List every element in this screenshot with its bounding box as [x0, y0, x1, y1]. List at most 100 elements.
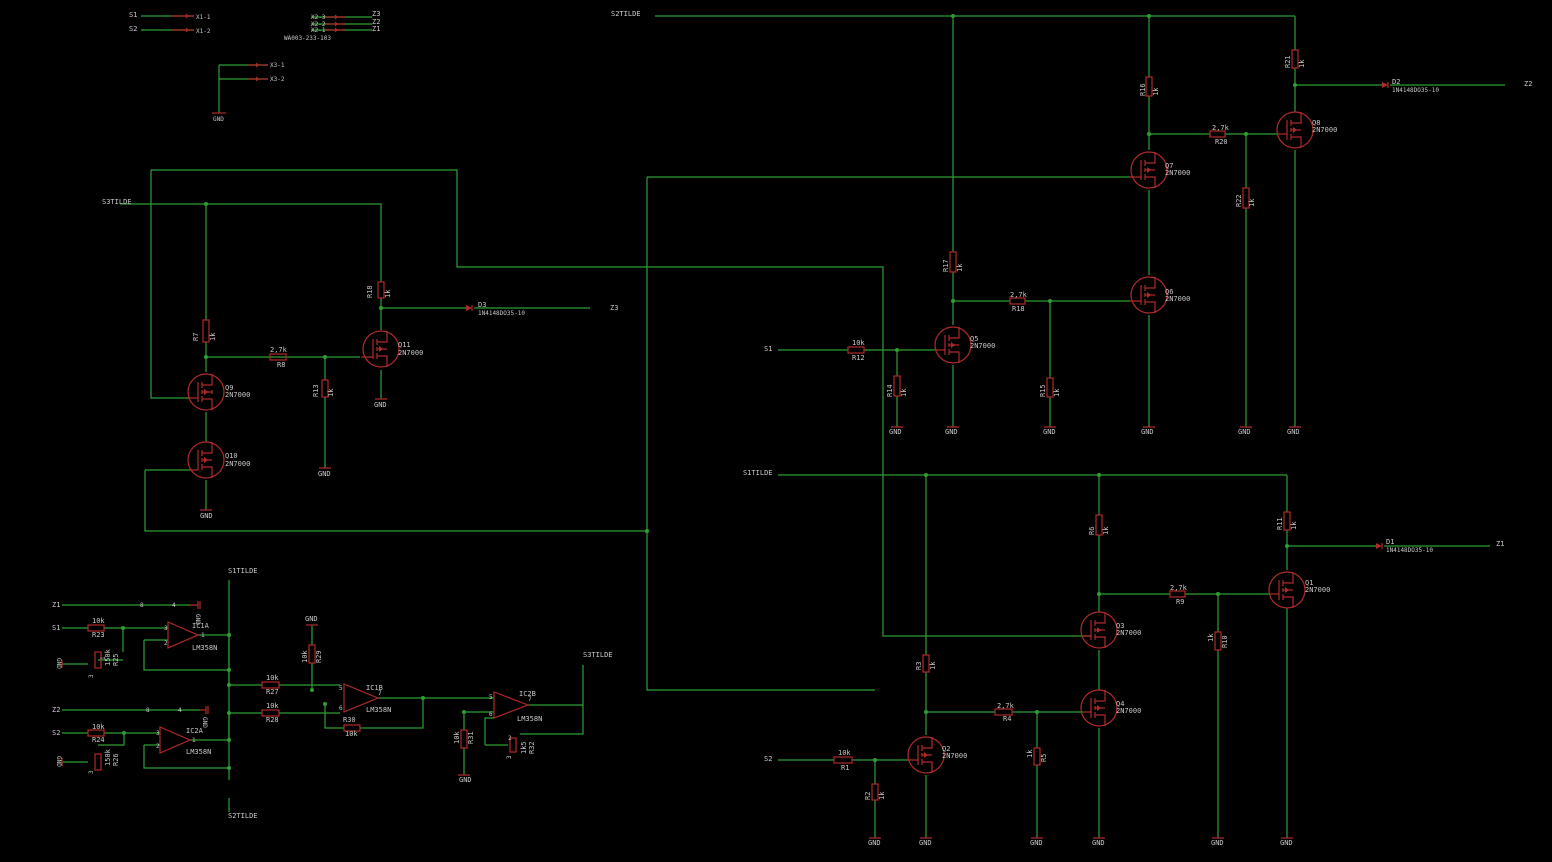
- part-label: R31: [467, 731, 475, 744]
- net-label: S2TILDE: [228, 812, 258, 820]
- diode-d2: [1382, 82, 1389, 88]
- transistor-q5: [934, 326, 972, 364]
- opamps: [159, 601, 530, 754]
- resistor-r31: [460, 729, 468, 749]
- diodes: [466, 82, 1389, 549]
- transistor-q4: [1080, 689, 1118, 727]
- part-label: R21: [1284, 55, 1292, 68]
- transistor-q1: [1268, 571, 1306, 609]
- gnd-label: GND: [305, 615, 318, 623]
- resistor-r25: [94, 651, 102, 669]
- part-label: R22: [1235, 194, 1243, 207]
- diode-d1: [1376, 543, 1383, 549]
- part-label: R30: [343, 716, 356, 724]
- opamp-ic1a: [167, 621, 200, 649]
- pin-label: 1: [192, 737, 196, 744]
- value-label: 1k: [1207, 633, 1215, 642]
- pin-label: 5: [489, 694, 493, 701]
- gnd-label: GND: [1238, 428, 1251, 436]
- gnd-label: GND: [213, 116, 224, 123]
- pin-label: 6: [489, 711, 493, 718]
- part-value: LM358N: [517, 715, 542, 723]
- part-label: Q8: [1312, 119, 1320, 127]
- part-label: R16: [1139, 83, 1147, 96]
- pin-label: 7: [528, 696, 532, 703]
- resistor-r23: [87, 624, 105, 632]
- gnd-label: GND: [1280, 839, 1293, 847]
- gnd-label: GND: [194, 614, 201, 625]
- part-label: R1: [841, 764, 849, 772]
- part-label: R25: [112, 653, 120, 666]
- resistor-r1: [833, 756, 853, 764]
- resistor-r12: [847, 346, 865, 354]
- part-label: R18: [1012, 305, 1025, 313]
- value-label: 1k: [1102, 526, 1110, 535]
- part-label: Q2: [942, 745, 950, 753]
- gnd-label: GND: [200, 512, 213, 520]
- connector-pins: [172, 13, 345, 114]
- opamp-ic1b: [343, 683, 380, 713]
- resistor-r14: [893, 375, 901, 397]
- resistor-r24: [87, 729, 105, 737]
- transistor-q2: [907, 736, 945, 774]
- value-label: 10k: [345, 730, 358, 738]
- resistor-r5: [1033, 747, 1041, 766]
- value-label: 1k: [1026, 749, 1034, 758]
- resistor-r26: [94, 753, 102, 771]
- value-label: 10k: [852, 339, 865, 347]
- value-label: 10k: [92, 617, 105, 625]
- part-label: Q3: [1116, 622, 1124, 630]
- part-label: R13: [312, 384, 320, 397]
- resistor-r32: [509, 737, 517, 753]
- part-label: R32: [528, 741, 536, 754]
- resistor-r3: [922, 654, 930, 673]
- opamp-ic2b: [493, 691, 530, 719]
- value-label: 10k: [266, 674, 279, 682]
- value-label: 2,7k: [1170, 584, 1188, 592]
- part-label: R8: [277, 361, 285, 369]
- gnd-label: GND: [945, 428, 958, 436]
- value-label: 150k: [104, 648, 112, 666]
- pin-label: 1: [100, 656, 107, 660]
- part-label: R3: [915, 662, 923, 670]
- diode-d3: [466, 305, 473, 311]
- part-label: R26: [112, 753, 120, 766]
- resistor-r18b: [1009, 297, 1026, 305]
- part-label: Q5: [970, 335, 978, 343]
- transistor-q6: [1130, 276, 1168, 314]
- part-label: D2: [1392, 78, 1400, 86]
- labels: S1 S2 X1-1 X1-2 X2-3 X2-2 X2-1 Z3 Z2 Z1 …: [52, 10, 1532, 847]
- resistor-r22: [1242, 187, 1250, 209]
- gnd-label: GND: [1030, 839, 1043, 847]
- part-label: IC1B: [366, 684, 383, 692]
- part-value: 2N7000: [225, 391, 250, 399]
- connector-label: X2-1: [311, 27, 326, 34]
- part-label: R27: [266, 688, 279, 696]
- net-label: S3TILDE: [583, 651, 613, 659]
- resistor-r16: [1145, 76, 1153, 97]
- net-label: Z1: [372, 25, 380, 33]
- part-value: 2N7000: [1165, 295, 1190, 303]
- part-label: R4: [1003, 715, 1011, 723]
- part-label: Q9: [225, 384, 233, 392]
- part-value: 2N7000: [1116, 707, 1141, 715]
- net-label: S1TILDE: [743, 469, 773, 477]
- gnd-label: GND: [201, 717, 208, 728]
- part-label: R20: [1215, 138, 1228, 146]
- net-label: S3TILDE: [102, 198, 132, 206]
- part-label: R23: [92, 631, 105, 639]
- pin-label: 2: [164, 640, 168, 647]
- part-value: 1N4148DO35-10: [1386, 547, 1433, 554]
- part-value: 2N7000: [1305, 586, 1330, 594]
- gnd-label: GND: [55, 756, 62, 767]
- part-value: 1N4148DO35-10: [478, 310, 525, 317]
- gnd-label: GND: [919, 839, 932, 847]
- net-label: S2: [52, 729, 60, 737]
- part-label: IC1A: [192, 622, 210, 630]
- gnd-label: GND: [1141, 428, 1154, 436]
- wires: [62, 15, 1505, 838]
- gnd-label: GND: [55, 658, 62, 669]
- value-label: 10k: [838, 749, 851, 757]
- pin-label: 2: [156, 743, 160, 750]
